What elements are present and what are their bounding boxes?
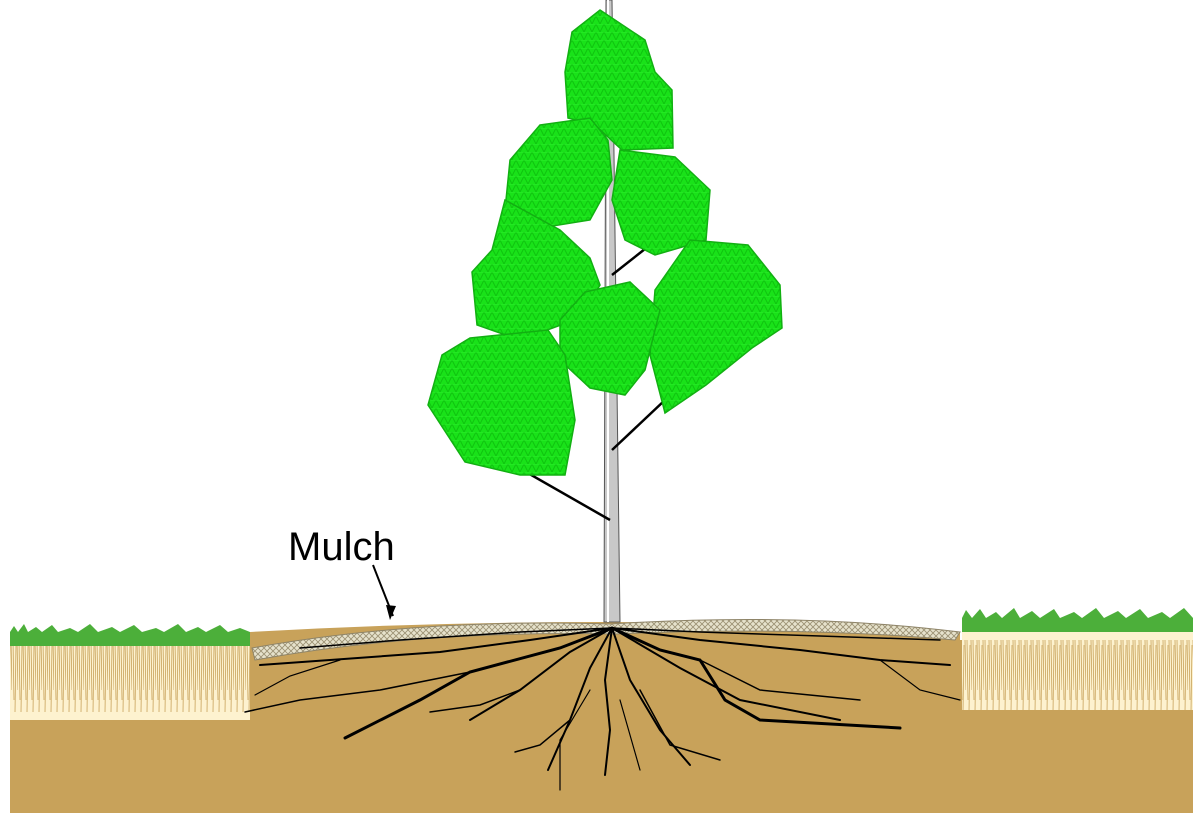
leader-arrow-icon [373, 565, 396, 620]
turf-left [10, 624, 250, 720]
mulch-label: Mulch [288, 525, 395, 569]
grass-left [10, 632, 250, 646]
turf-right [962, 608, 1193, 710]
grass-right [962, 618, 1193, 632]
